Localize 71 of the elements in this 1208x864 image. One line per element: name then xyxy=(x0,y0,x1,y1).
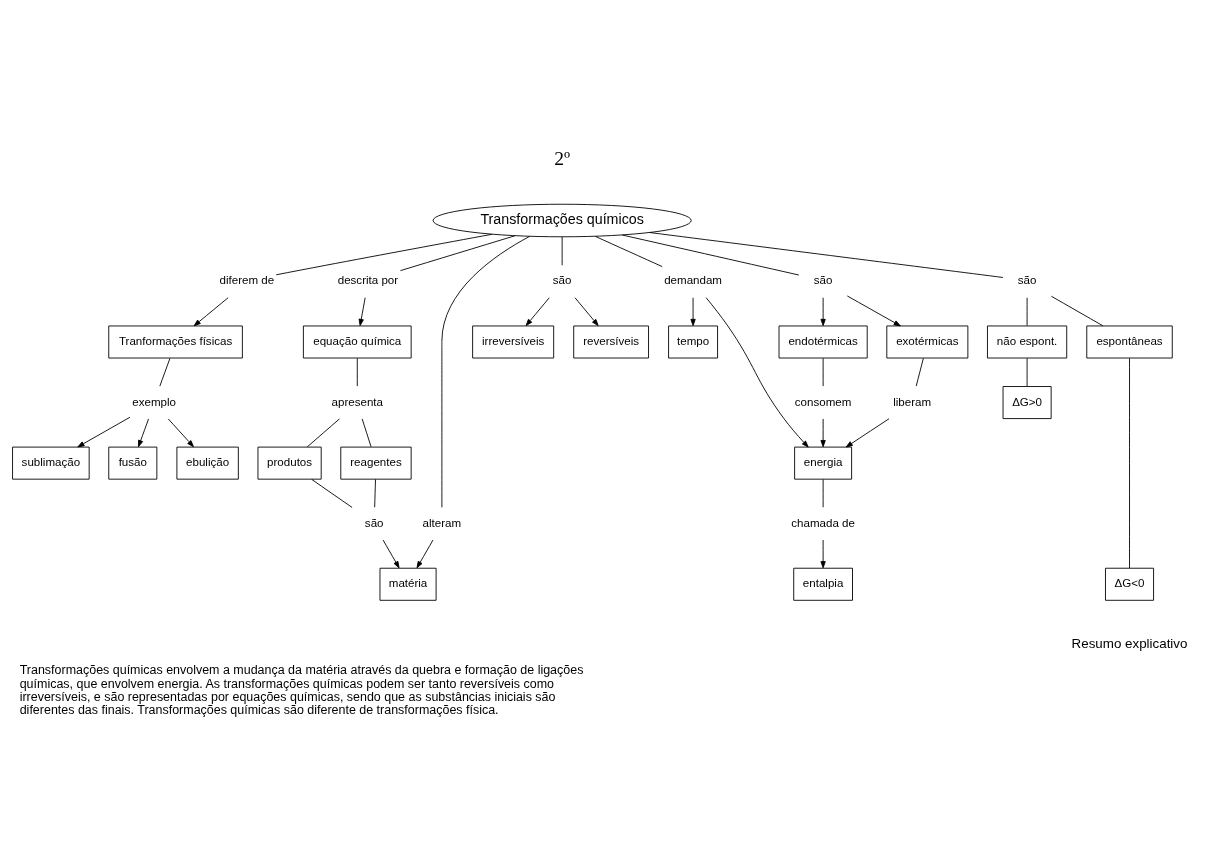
node-box: endotérmicas xyxy=(778,325,868,358)
arrow xyxy=(138,417,149,447)
node-text: diferem de xyxy=(219,273,275,286)
arrow xyxy=(820,539,826,568)
node-box: ebulição xyxy=(176,446,239,480)
connector xyxy=(822,357,824,387)
connector xyxy=(649,231,1004,278)
connector xyxy=(1026,357,1028,387)
connector xyxy=(159,357,171,387)
node-box: tempo xyxy=(668,325,718,358)
arrow xyxy=(574,296,599,326)
connector xyxy=(1050,295,1104,326)
arrow xyxy=(416,539,434,568)
arrow xyxy=(382,539,400,568)
node-text: exemplo xyxy=(132,395,177,408)
arrow xyxy=(77,416,131,447)
node-box: reversíveis xyxy=(573,325,649,358)
node-box: equação química xyxy=(302,325,412,358)
label: Resumo explicativo xyxy=(1071,635,1188,651)
arrow xyxy=(358,296,366,326)
node-text: são xyxy=(813,273,833,286)
connector xyxy=(275,233,493,275)
connector xyxy=(822,478,824,508)
node-text: liberam xyxy=(893,395,932,408)
connector xyxy=(361,417,372,447)
node-box: exotérmicas xyxy=(886,325,969,358)
node-box: entalpia xyxy=(793,567,853,601)
node-text: são xyxy=(552,273,572,286)
node-text: descrita por xyxy=(337,273,399,286)
node-text: demandam xyxy=(664,273,722,286)
arrow xyxy=(525,296,550,326)
node-box: energia xyxy=(794,446,853,480)
arrow xyxy=(705,296,809,448)
connector xyxy=(311,478,353,508)
node-box: matéria xyxy=(379,567,437,601)
node-box: irreversíveis xyxy=(472,325,555,358)
connector xyxy=(441,235,531,508)
node-box: sublimação xyxy=(12,446,90,480)
node-box: reagentes xyxy=(340,446,412,480)
node-text: chamada de xyxy=(791,516,855,529)
node-text: são xyxy=(364,516,384,529)
node-text: consomem xyxy=(794,395,852,408)
arrow xyxy=(167,417,194,447)
label: 2º xyxy=(554,147,571,169)
node-box: espontâneas xyxy=(1086,325,1173,358)
connector xyxy=(356,357,358,387)
arrow xyxy=(690,296,696,326)
arrow xyxy=(820,296,826,326)
connector xyxy=(306,417,340,447)
arrow xyxy=(845,417,890,447)
connector xyxy=(400,234,516,271)
connector xyxy=(374,478,376,508)
node-box: Tranformações físicas xyxy=(108,325,243,358)
node-ellipse: Transformações químicos xyxy=(432,203,692,237)
node-box: não espont. xyxy=(987,325,1068,358)
node-text: são xyxy=(1017,273,1037,286)
caption: Transformações químicas envolvem a mudança da matéria através da quebra e formação de ligações químicas, que envolvem energia. As transformações químicas podem ser tanto reversíveis como irreversíveis, e são representadas por equações químicas, sendo que as substâncias iniciais são diferentes das finais. Transformações químicas são diferente de transformações física. xyxy=(19,662,584,717)
connector xyxy=(561,236,563,266)
node-box: ΔG>0 xyxy=(1002,385,1052,419)
arrow xyxy=(820,417,826,447)
connector xyxy=(915,357,924,387)
arrow xyxy=(193,296,229,326)
node-text: apresenta xyxy=(331,395,383,408)
arrow xyxy=(846,295,901,326)
node-box: produtos xyxy=(257,446,322,480)
node-box: ΔG<0 xyxy=(1105,567,1155,601)
connector xyxy=(595,235,663,267)
node-box: fusão xyxy=(108,446,158,480)
connector xyxy=(1129,357,1130,569)
connector xyxy=(621,234,800,275)
node-text: alteram xyxy=(422,516,462,529)
